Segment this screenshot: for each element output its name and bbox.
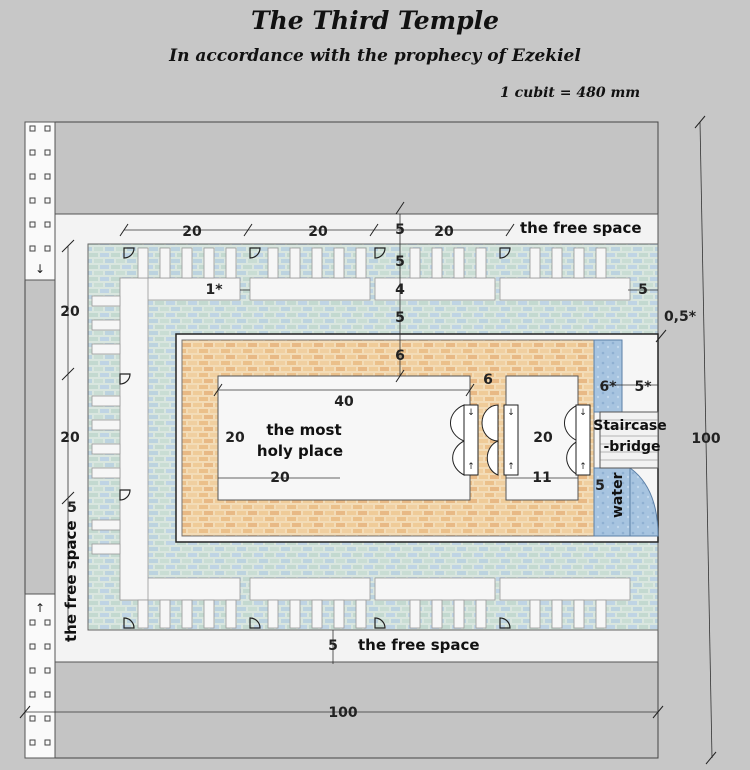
dim-col-5a: 5 xyxy=(395,254,405,270)
door-icons xyxy=(119,247,511,629)
dim-inner-40: 40 xyxy=(334,394,354,410)
svg-text:↓: ↓ xyxy=(579,408,587,418)
dim-inner-6: 6 xyxy=(483,372,493,388)
dimension-ticks xyxy=(19,115,717,765)
staircase-label-1: Staircase xyxy=(593,418,667,434)
holy-place-label-1: the most xyxy=(266,421,341,439)
dim-col-4: 4 xyxy=(395,282,405,298)
dim-stair-6: 6* xyxy=(599,379,617,395)
svg-text:↑: ↑ xyxy=(467,462,475,472)
dim-left-20b: 20 xyxy=(60,430,80,446)
inner-arrow-icons: ↓ ↑ ↓ ↑ ↓ ↑ xyxy=(467,408,587,472)
staircase-bridge xyxy=(599,411,659,469)
dim-top-20a: 20 xyxy=(182,224,202,240)
dim-bottom-5: 5 xyxy=(328,638,338,654)
dim-inner-20-right: 20 xyxy=(533,430,553,446)
dim-inner-11: 11 xyxy=(532,470,551,486)
dim-stair-5: 5* xyxy=(634,379,652,395)
inner-doors xyxy=(449,404,591,476)
most-holy-place xyxy=(217,375,471,501)
svg-text:↓: ↓ xyxy=(467,408,475,418)
dimension-lines xyxy=(25,121,713,759)
staircase-label-2: -bridge xyxy=(603,439,660,455)
svg-text:↓: ↓ xyxy=(507,408,515,418)
dim-inner-5: 5 xyxy=(595,478,605,494)
dim-cell-1: 1* xyxy=(205,282,223,298)
dim-inner-20-left: 20 xyxy=(225,430,245,446)
diagram-subtitle: In accordance with the prophecy of Ezeki… xyxy=(169,46,581,66)
bottom-cells xyxy=(137,599,607,629)
water-pool-upper xyxy=(593,339,623,413)
arrow-up-icon: ↑ xyxy=(35,601,45,615)
dim-left-20a: 20 xyxy=(60,304,80,320)
water-label: water xyxy=(610,472,626,518)
dim-top-20b: 20 xyxy=(308,224,328,240)
water-curve xyxy=(629,467,659,537)
dim-col-6: 6 xyxy=(395,348,405,364)
free-space-top-label: the free space xyxy=(520,219,642,237)
diagram-title: The Third Temple xyxy=(251,6,499,35)
left-cells xyxy=(91,295,121,555)
dim-top-20c: 20 xyxy=(434,224,454,240)
dim-top-5: 5 xyxy=(395,222,405,238)
wall-markers xyxy=(29,125,51,746)
dim-right-05: 0,5* xyxy=(664,309,697,325)
scale-note: 1 cubit = 480 mm xyxy=(500,85,641,101)
svg-text:↑: ↑ xyxy=(579,462,587,472)
top-cells xyxy=(137,247,607,279)
holy-place-label-2: holy place xyxy=(257,442,343,460)
free-space-left-label: the free space xyxy=(62,520,80,642)
svg-text:↑: ↑ xyxy=(507,462,515,472)
corridors xyxy=(119,277,631,601)
left-wall-strip-bottom xyxy=(24,593,56,759)
dim-left-5: 5 xyxy=(67,500,77,516)
stair-steps xyxy=(600,419,658,461)
dim-right-5: 5 xyxy=(638,282,648,298)
dim-outer-right-100: 100 xyxy=(691,431,720,447)
dim-outer-bottom-100: 100 xyxy=(328,705,357,721)
dim-col-5b: 5 xyxy=(395,310,405,326)
arrow-down-icon: ↓ xyxy=(35,262,45,276)
free-space-bottom-label: the free space xyxy=(358,636,480,654)
dim-inner-20-bottom: 20 xyxy=(270,470,290,486)
